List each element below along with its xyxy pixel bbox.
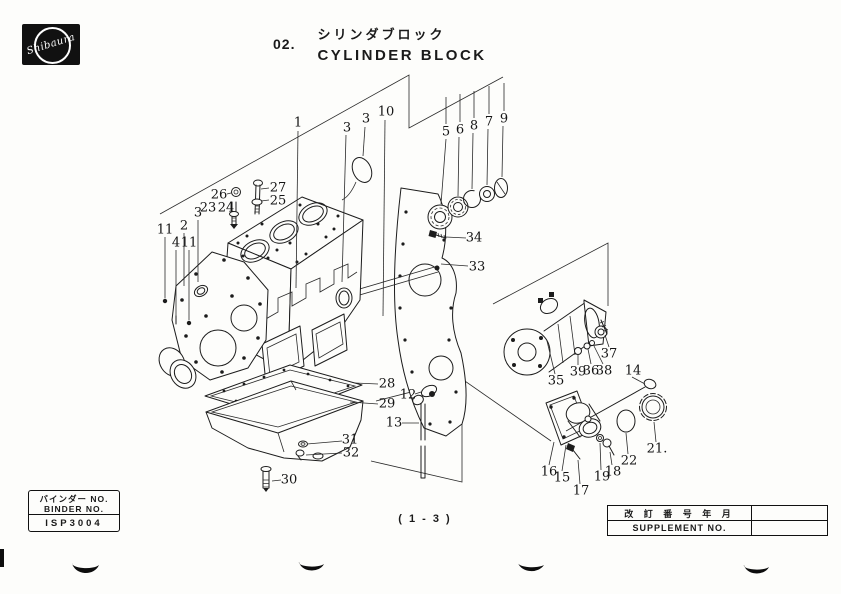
callout-32: 32 (343, 446, 360, 461)
supplement-label-en: SUPPLEMENT NO. (607, 520, 752, 536)
callout-14: 14 (625, 364, 642, 379)
page-number: ( 1 - 3 ) (398, 513, 452, 525)
callout-11: 11 (181, 236, 198, 251)
flywheel-housing-plate (393, 187, 467, 437)
core-plug (341, 157, 373, 201)
title-english: CYLINDER BLOCK (317, 47, 487, 64)
callout-9: 9 (500, 112, 508, 127)
leader-lines (162, 83, 657, 485)
callout-2: 2 (180, 219, 188, 234)
logo-ring-icon (34, 27, 71, 64)
callout-3: 3 (362, 112, 370, 127)
callout-1: 1 (294, 116, 302, 131)
page-title: 02. シリンダブロック CYLINDER BLOCK (273, 24, 487, 64)
callout-37: 37 (601, 347, 618, 362)
supplement-row-ja: 改 訂 番 号 年 月 (607, 505, 828, 521)
binder-punch-marks (0, 549, 769, 574)
callout-34: 34 (466, 231, 483, 246)
supplement-row-en: SUPPLEMENT NO. (607, 520, 828, 536)
callout-26: 26 (211, 188, 228, 203)
callout-33: 33 (469, 260, 486, 275)
deck-bolts (229, 179, 263, 229)
oil-pan-group (204, 364, 364, 492)
oil-filler-group (545, 378, 667, 460)
binder-label-en: BINDER NO. (43, 504, 105, 514)
bolt-34 (428, 230, 447, 240)
callout-3: 3 (194, 206, 202, 221)
starter-motor (503, 292, 609, 376)
callout-29: 29 (379, 397, 396, 412)
callout-15: 15 (554, 471, 571, 486)
callout-3: 3 (343, 121, 351, 136)
title-japanese: シリンダブロック (317, 27, 446, 42)
binder-number-box: バインダー NO. BINDER NO. ISP3004 (28, 490, 120, 532)
binder-number-value: ISP3004 (29, 514, 119, 531)
callout-4: 4 (172, 236, 180, 251)
callout-21: 21. (647, 442, 668, 457)
callout-27: 27 (270, 181, 287, 196)
callout-25: 25 (270, 194, 287, 209)
section-number: 02. (273, 36, 296, 52)
supplement-table: 改 訂 番 号 年 月 SUPPLEMENT NO. (607, 505, 828, 536)
callout-35: 35 (548, 374, 565, 389)
callout-12: 12 (400, 388, 417, 403)
callout-31: 31 (342, 433, 359, 448)
callout-5: 5 (442, 125, 450, 140)
callout-38: 38 (596, 364, 613, 379)
callout-28: 28 (379, 377, 396, 392)
callout-30: 30 (281, 473, 298, 488)
front-plate (158, 251, 269, 389)
callout-13: 13 (386, 416, 403, 431)
binder-label-ja: バインダー NO. (39, 494, 109, 504)
callout-22: 22 (621, 454, 638, 469)
callout-10: 10 (378, 105, 395, 120)
supplement-label-ja: 改 訂 番 号 年 月 (607, 505, 752, 521)
callout-11: 11 (157, 223, 174, 238)
callout-8: 8 (470, 119, 478, 134)
callout-17: 17 (573, 484, 590, 499)
callout-39: 39 (570, 365, 587, 380)
callout-6: 6 (456, 123, 464, 138)
dipstick-tube (412, 384, 438, 479)
callout-24: 24 (218, 201, 235, 216)
supplement-value-2 (751, 520, 828, 536)
shibaura-logo: Shibaura (22, 24, 80, 65)
supplement-value-1 (751, 505, 828, 521)
callout-16: 16 (541, 465, 558, 480)
detail-frame-lines (159, 74, 609, 483)
callout-19: 19 (594, 470, 611, 485)
callout-36: 36 (583, 364, 600, 379)
callout-23: 23 (200, 201, 217, 216)
callout-7: 7 (485, 115, 493, 130)
bearing-set (427, 178, 508, 230)
callout-18: 18 (605, 465, 622, 480)
